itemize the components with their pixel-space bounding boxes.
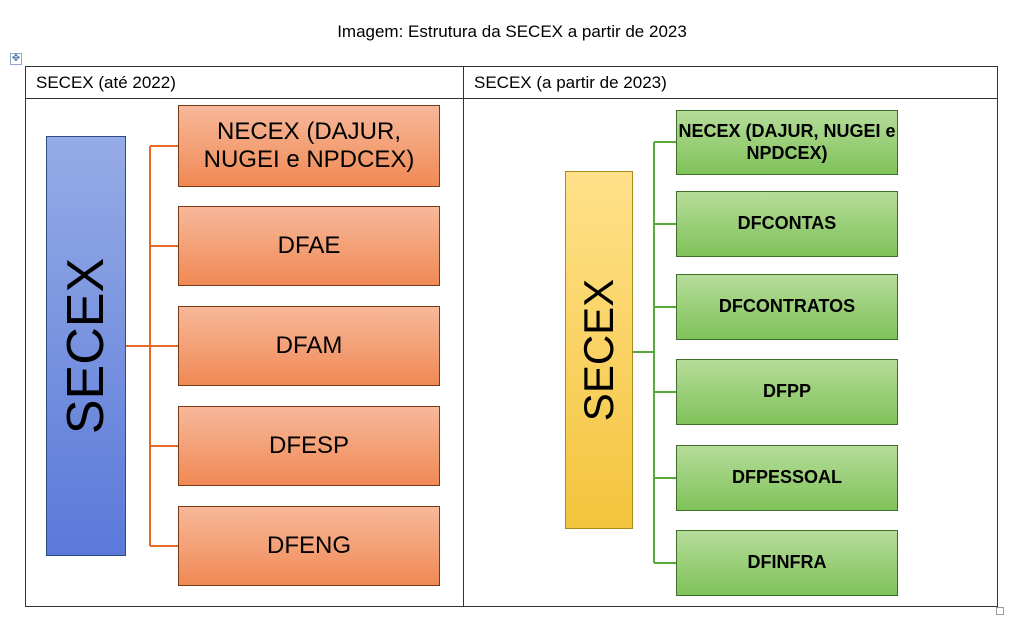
right-child-dfpessoal: DFPESSOAL: [676, 445, 898, 511]
left-child-dfam: DFAM: [178, 306, 440, 386]
left-child-necex: NECEX (DAJUR, NUGEI e NPDCEX): [178, 105, 440, 187]
right-root-secex: SECEX: [565, 171, 633, 529]
left-child-dfeng: DFENG: [178, 506, 440, 586]
left-root-label: SECEX: [57, 257, 115, 435]
comparison-table: SECEX (até 2022) SECEX (a partir de 2023…: [25, 66, 998, 607]
left-child-dfesp: DFESP: [178, 406, 440, 486]
table-move-handle-icon[interactable]: ✥: [10, 53, 22, 65]
right-child-dfcontas: DFCONTAS: [676, 191, 898, 257]
figure-caption: Imagem: Estrutura da SECEX a partir de 2…: [337, 22, 687, 41]
header-divider: [26, 98, 997, 99]
left-column-header: SECEX (até 2022): [36, 73, 176, 92]
table-resize-handle[interactable]: [996, 607, 1004, 615]
right-child-dfcontratos: DFCONTRATOS: [676, 274, 898, 340]
left-child-dfae: DFAE: [178, 206, 440, 286]
right-root-label: SECEX: [575, 278, 622, 422]
right-child-necex: NECEX (DAJUR, NUGEI e NPDCEX): [676, 110, 898, 175]
right-child-dfpp: DFPP: [676, 359, 898, 425]
left-root-secex: SECEX: [46, 136, 126, 556]
column-divider: [463, 67, 464, 606]
right-column-header: SECEX (a partir de 2023): [474, 73, 667, 92]
right-child-dfinfra: DFINFRA: [676, 530, 898, 596]
